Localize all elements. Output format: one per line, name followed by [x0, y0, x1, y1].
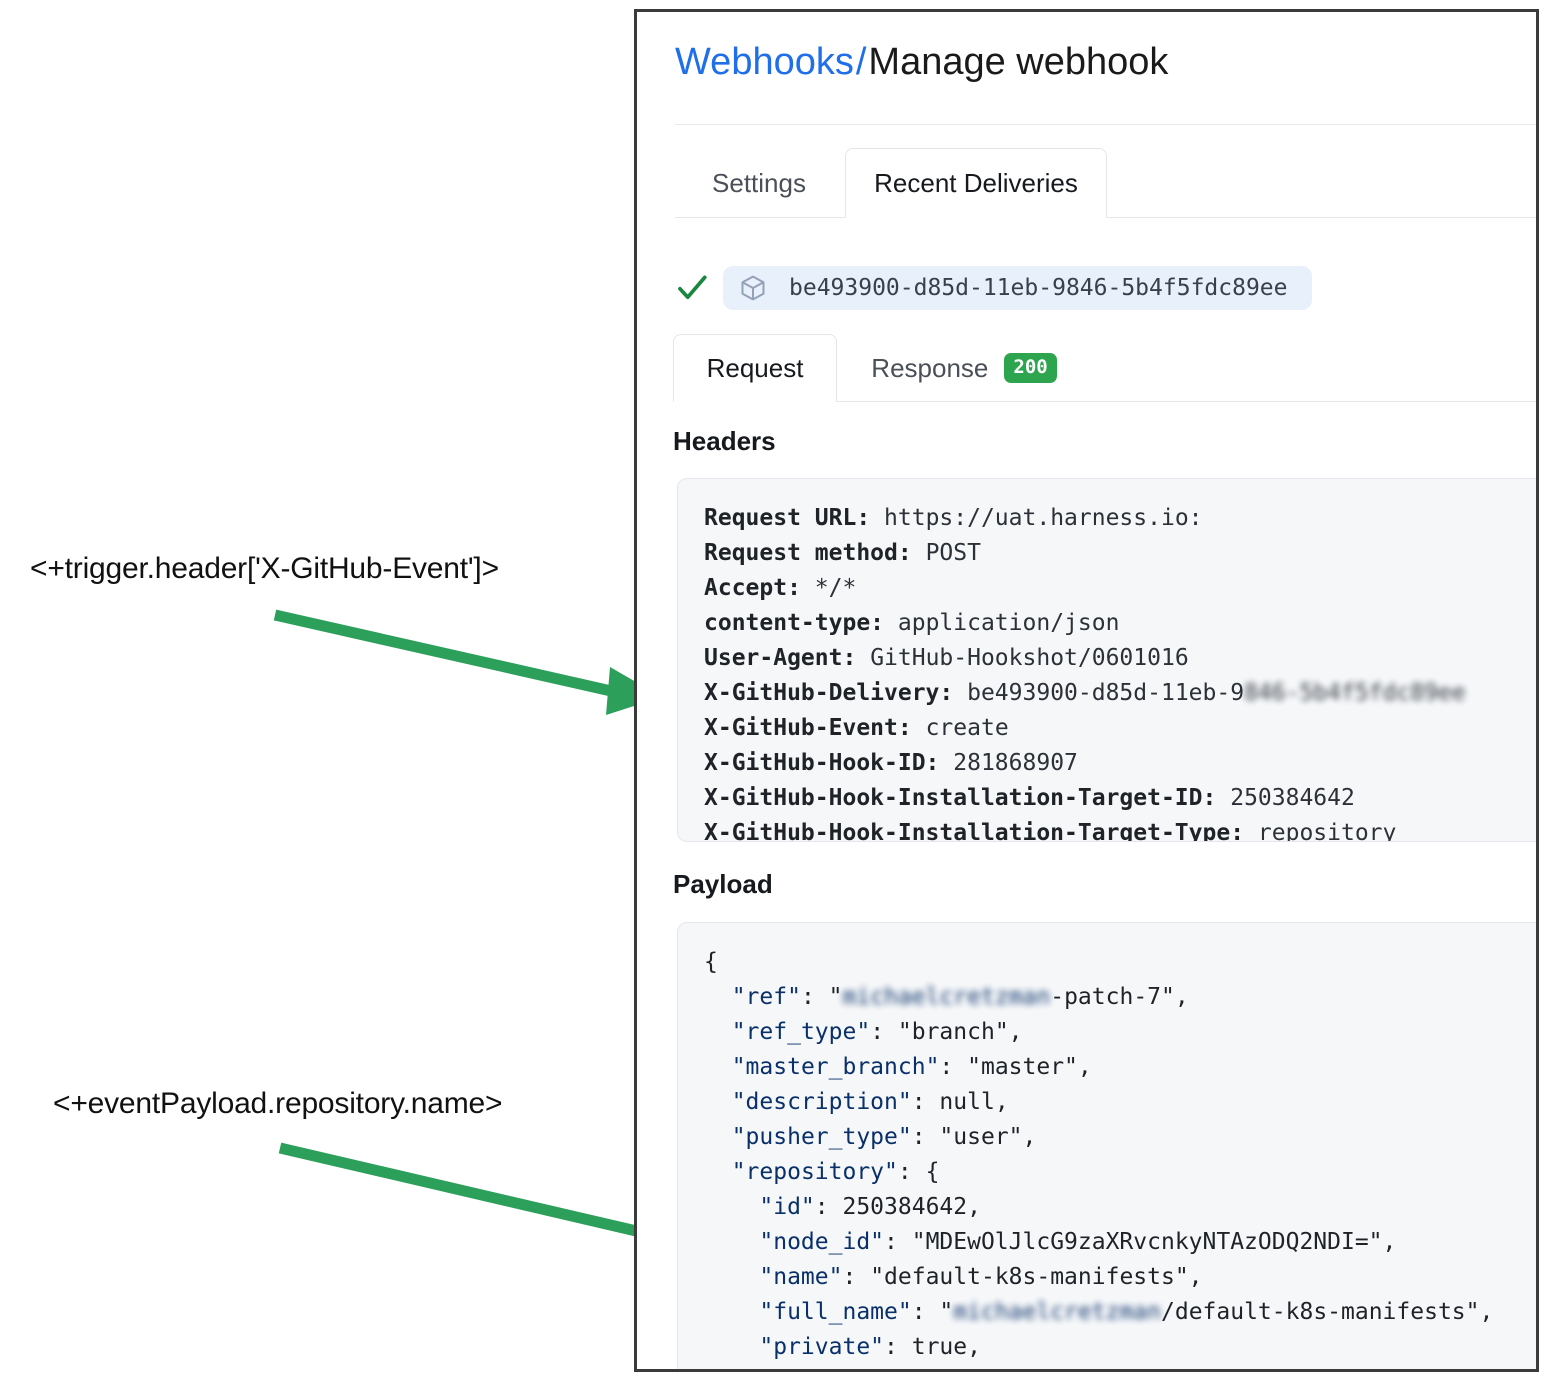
header-key: X-GitHub-Hook-ID:	[704, 750, 940, 776]
header-value: POST	[925, 540, 981, 566]
header-value: */*	[814, 575, 857, 601]
header-line: Accept: */*	[704, 571, 1536, 606]
headers-section-label: Headers	[673, 426, 776, 456]
webhook-screenshot-panel: Webhooks/Manage webhook Settings Recent …	[634, 9, 1539, 1372]
payload-line: "private": true,	[759, 1334, 981, 1360]
payload-line: "owner": {	[704, 1365, 1536, 1369]
header-value: application/json	[897, 610, 1120, 636]
delivery-id-chip[interactable]: be493900-d85d-11eb-9846-5b4f5fdc89ee	[723, 266, 1312, 310]
annotation-trigger-header: <+trigger.header['X-GitHub-Event']>	[30, 552, 499, 585]
header-divider	[675, 124, 1536, 125]
headers-code-box: Request URL: https://uat.harness.io: Req…	[677, 478, 1536, 842]
header-key: Request method:	[704, 540, 912, 566]
payload-line: "description": null,	[731, 1089, 1009, 1115]
payload-line: "repository": {	[731, 1159, 940, 1185]
payload-line: {	[704, 949, 718, 975]
cube-icon	[741, 275, 765, 301]
header-value: https://uat.harness.io:	[884, 505, 1203, 531]
tab-request-label: Request	[706, 352, 804, 383]
delivery-row: be493900-d85d-11eb-9846-5b4f5fdc89ee	[675, 260, 1312, 316]
payload-line: "name": "default-k8s-manifests",	[759, 1264, 1203, 1290]
header-line: Request URL: https://uat.harness.io:	[704, 501, 1536, 536]
header-line: X-GitHub-Hook-Installation-Target-Type: …	[704, 816, 1536, 842]
payload-line: "pusher_type": "user",	[731, 1124, 1037, 1150]
redacted-delivery-value: 846-5b4f5fdc89ee	[1244, 680, 1466, 706]
header-value: repository	[1257, 820, 1397, 842]
annotation-arrow-to-x-github-event	[273, 609, 662, 715]
tab-settings[interactable]: Settings	[712, 167, 806, 198]
payload-line: "full_name": "michaelcretzman/default-k8…	[759, 1299, 1494, 1325]
payload-line: "ref": "michaelcretzman-patch-7",	[731, 984, 1189, 1010]
header-line: X-GitHub-Delivery: be493900-d85d-11eb-98…	[704, 676, 1536, 711]
header-value: be493900-d85d-11eb-9	[967, 680, 1245, 706]
tab-response-label: Response	[871, 352, 989, 383]
tab-response[interactable]: Response 200	[839, 334, 1089, 402]
header-key: Accept:	[704, 575, 801, 601]
header-key: content-type:	[704, 610, 885, 636]
annotation-event-payload: <+eventPayload.repository.name>	[53, 1087, 503, 1120]
header-value: create	[925, 715, 1009, 741]
header-key: X-GitHub-Hook-Installation-Target-Type:	[704, 820, 1245, 842]
check-icon	[678, 275, 707, 300]
request-response-tabbar: Request Response 200	[673, 334, 1536, 402]
delivery-guid: be493900-d85d-11eb-9846-5b4f5fdc89ee	[789, 275, 1288, 301]
header-line: Request method: POST	[704, 536, 1536, 571]
header-line: content-type: application/json	[704, 606, 1536, 641]
tab-request[interactable]: Request	[673, 334, 837, 402]
status-badge: 200	[1004, 353, 1057, 383]
tab-recent-deliveries[interactable]: Recent Deliveries	[845, 148, 1107, 218]
header-key: User-Agent:	[704, 645, 857, 671]
payload-line: "ref_type": "branch",	[731, 1019, 1023, 1045]
header-line: X-GitHub-Hook-Installation-Target-ID: 25…	[704, 781, 1536, 816]
header-key: X-GitHub-Hook-Installation-Target-ID:	[704, 785, 1217, 811]
payload-line: "node_id": "MDEwOlJlcG9zaXRvcnkyNTAzODQ2…	[759, 1229, 1397, 1255]
breadcrumb-separator: /	[855, 41, 867, 83]
header-key: X-GitHub-Event:	[704, 715, 912, 741]
payload-section-label: Payload	[673, 869, 773, 899]
header-value: GitHub-Hookshot/0601016	[870, 645, 1189, 671]
header-key: Request URL:	[704, 505, 871, 531]
webhook-tabbar: Settings Recent Deliveries	[675, 148, 1536, 218]
header-line: X-GitHub-Hook-ID: 281868907	[704, 746, 1536, 781]
header-line: X-GitHub-Event: create	[704, 711, 1536, 746]
payload-code-box: { "ref": "michaelcretzman-patch-7", "ref…	[677, 922, 1536, 1369]
header-value: 250384642	[1230, 785, 1355, 811]
payload-line: "master_branch": "master",	[731, 1054, 1092, 1080]
header-line: User-Agent: GitHub-Hookshot/0601016	[704, 641, 1536, 676]
header-key: X-GitHub-Delivery:	[704, 680, 954, 706]
breadcrumb-webhooks-link[interactable]: Webhooks	[675, 41, 854, 83]
page-title: Manage webhook	[868, 41, 1169, 83]
payload-line: "id": 250384642,	[759, 1194, 981, 1220]
breadcrumb: Webhooks/Manage webhook	[675, 41, 1169, 84]
header-value: 281868907	[953, 750, 1078, 776]
subtabbar-underline	[673, 401, 1536, 402]
